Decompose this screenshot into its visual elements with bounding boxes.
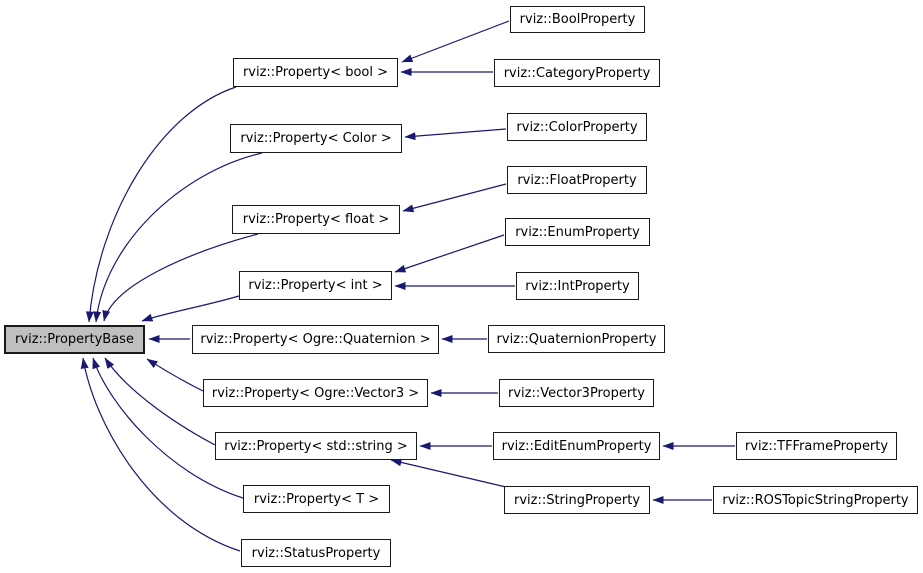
class-node-rviz-rostopicstringproperty[interactable]: rviz::ROSTopicStringProperty [713,486,918,514]
edge-color-to-base [93,152,263,323]
edge-boolproperty-to-bool [401,20,510,63]
class-node-rviz-property-int[interactable]: rviz::Property< int > [239,271,392,300]
class-node-rviz-property-float[interactable]: rviz::Property< float > [232,205,400,234]
edge-enumproperty-to-int [394,234,505,273]
class-node-rviz-property-ogre-quaternion[interactable]: rviz::Property< Ogre::Quaternion > [192,325,439,354]
class-node-rviz-property-color[interactable]: rviz::Property< Color > [230,124,402,153]
edge-floatproperty-to-float [402,183,507,213]
edge-t-to-base [92,357,244,499]
edge-colorproperty-to-color [404,128,507,141]
edge-stringproperty-to-stdstring [390,458,507,488]
edge-int-to-base [141,295,240,322]
edge-vector3-to-base [146,358,204,392]
edge-bool-to-base [85,86,237,323]
class-node-rviz-quaternionproperty[interactable]: rviz::QuaternionProperty [488,325,665,353]
class-node-rviz-statusproperty[interactable]: rviz::StatusProperty [241,539,391,567]
class-node-rviz-property-std-string[interactable]: rviz::Property< std::string > [215,432,417,460]
class-node-rviz-propertybase: rviz::PropertyBase [4,325,145,354]
edge-float-to-base [102,233,259,322]
class-node-rviz-editenumproperty[interactable]: rviz::EditEnumProperty [493,432,660,460]
class-node-rviz-property-bool[interactable]: rviz::Property< bool > [233,58,398,87]
class-node-rviz-categoryproperty[interactable]: rviz::CategoryProperty [494,59,660,87]
class-node-rviz-property-ogre-vector3[interactable]: rviz::Property< Ogre::Vector3 > [203,379,428,407]
class-node-rviz-intproperty[interactable]: rviz::IntProperty [516,272,639,300]
class-node-rviz-boolproperty[interactable]: rviz::BoolProperty [510,6,645,33]
class-node-rviz-property-t[interactable]: rviz::Property< T > [243,485,390,513]
class-node-rviz-enumproperty[interactable]: rviz::EnumProperty [505,218,650,246]
class-node-rviz-tfframeproperty[interactable]: rviz::TFFrameProperty [736,432,897,460]
class-node-rviz-stringproperty[interactable]: rviz::StringProperty [504,486,650,514]
edge-status-to-base [80,357,241,552]
edge-stdstring-to-base [104,357,216,446]
class-node-rviz-colorproperty[interactable]: rviz::ColorProperty [507,113,647,141]
class-node-rviz-floatproperty[interactable]: rviz::FloatProperty [507,166,647,194]
class-node-rviz-vector3property[interactable]: rviz::Vector3Property [499,379,654,407]
